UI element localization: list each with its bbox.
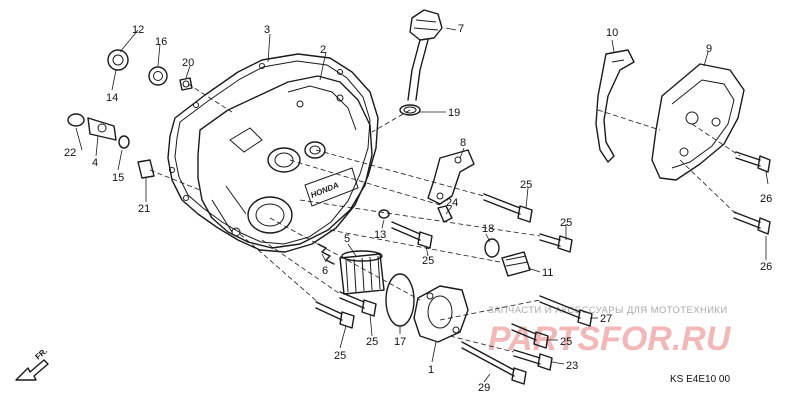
callout-21: 21 — [138, 203, 150, 215]
callout-26-lower: 26 — [760, 261, 772, 273]
watermark-site: PARTSFOR.RU — [488, 320, 732, 358]
callout-24: 24 — [446, 197, 458, 209]
callout-27: 27 — [600, 313, 612, 325]
callout-28: 25 — [520, 179, 532, 191]
filter-spring — [317, 243, 335, 265]
watermark-tagline: ЗАПЧАСТИ И АКСЕССУАРЫ ДЛЯ МОТОТЕХНИКИ — [488, 305, 728, 316]
callout-25-right: 25 — [560, 217, 572, 229]
watermark: ЗАПЧАСТИ И АКСЕССУАРЫ ДЛЯ МОТОТЕХНИКИ PA… — [488, 305, 732, 358]
callout-13: 13 — [374, 229, 386, 241]
callout-1: 1 — [428, 364, 434, 376]
bracket — [427, 149, 475, 205]
callout-25-mid: 25 — [422, 255, 434, 267]
callout-10: 10 — [606, 27, 618, 39]
chain-guide-cover — [595, 49, 635, 163]
front-marker-label: FR. — [34, 346, 50, 361]
small-parts-left-lower — [67, 113, 155, 179]
callout-18: 18 — [482, 223, 494, 235]
crankcase-cover: HONDA — [197, 75, 373, 249]
filter-cover — [413, 285, 469, 343]
callout-17: 17 — [394, 336, 406, 348]
small-parts-left — [107, 49, 193, 91]
sprocket-cover — [651, 63, 745, 181]
callout-25-lower-left: 25 — [334, 350, 346, 362]
callout-8: 8 — [460, 137, 466, 149]
callout-23: 23 — [566, 360, 578, 372]
filter-o-ring — [385, 273, 415, 327]
callout-20: 20 — [182, 57, 194, 69]
callout-16: 16 — [155, 36, 167, 48]
callout-6: 6 — [322, 265, 328, 277]
plug-and-washer — [378, 209, 531, 277]
callout-14: 14 — [106, 92, 118, 104]
callout-25-lower-mid: 25 — [366, 336, 378, 348]
callout-3: 3 — [264, 24, 270, 36]
callout-26-upper: 26 — [760, 193, 772, 205]
assembly-lines — [149, 83, 741, 353]
callout-12: 12 — [132, 24, 144, 36]
callout-19: 19 — [448, 107, 460, 119]
callout-5: 5 — [344, 233, 350, 245]
bolts — [315, 193, 593, 385]
callout-22: 22 — [64, 147, 76, 159]
callout-4: 4 — [92, 157, 98, 169]
callout-7: 7 — [458, 23, 464, 35]
front-direction-marker: FR. — [15, 346, 50, 381]
oil-dipstick — [399, 9, 443, 116]
cover-gasket — [167, 53, 379, 253]
callout-15: 15 — [112, 172, 124, 184]
diagram-code: KS E4E10 00 — [670, 374, 730, 385]
bolts-26 — [733, 151, 771, 235]
callout-2: 2 — [320, 44, 326, 56]
callout-9: 9 — [706, 43, 712, 55]
callout-11: 11 — [542, 267, 553, 279]
callout-29: 29 — [478, 382, 490, 394]
callout-25-filter: 25 — [560, 336, 572, 348]
callout-labels: 3 2 7 19 8 10 9 12 16 14 20 22 4 15 21 5… — [64, 23, 772, 394]
leader-lines — [75, 27, 769, 383]
oil-filter — [339, 250, 385, 295]
